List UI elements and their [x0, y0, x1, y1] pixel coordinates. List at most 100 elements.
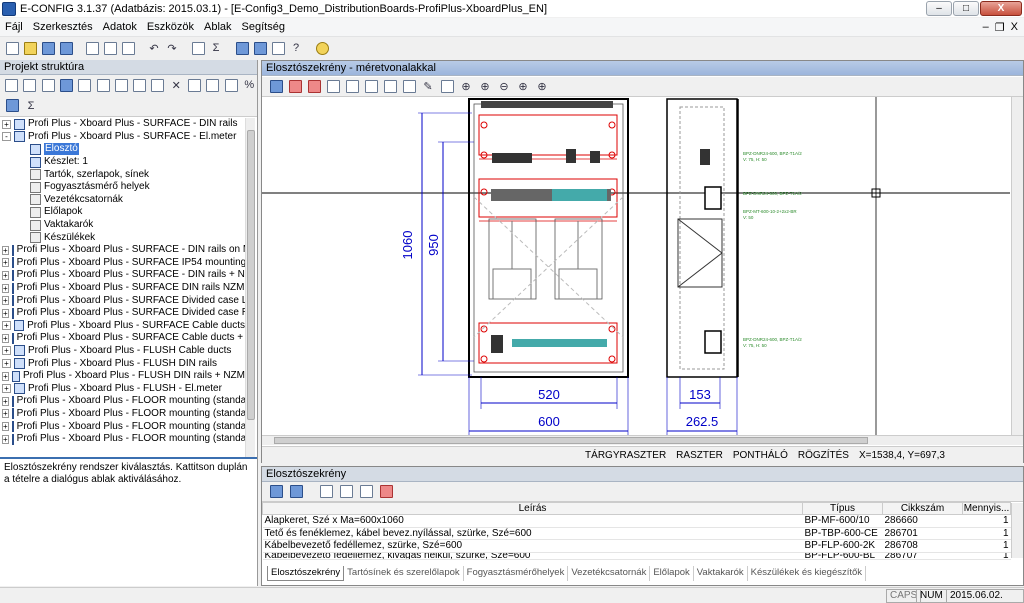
tab-rails-plates[interactable]: Tartósínek és szerelőlapok [344, 566, 464, 581]
properties-icon[interactable] [190, 40, 206, 56]
tree-item[interactable]: +Profi Plus - Xboard Plus - SURFACE Divi… [2, 307, 245, 320]
col-article[interactable]: Cikkszám [882, 502, 963, 515]
status-snap[interactable]: RÖGZÍTÉS [797, 449, 849, 461]
tree-tool-3-icon[interactable] [41, 77, 56, 93]
tool-7-icon[interactable] [382, 79, 398, 95]
tree-item[interactable]: +Profi Plus - Xboard Plus - SURFACE - DI… [2, 269, 245, 282]
table-tool-2-icon[interactable] [288, 484, 304, 500]
list-icon[interactable] [270, 40, 286, 56]
tree-tool-4-icon[interactable] [59, 77, 74, 93]
expand-icon[interactable]: + [2, 296, 9, 306]
layer-icon[interactable] [268, 79, 284, 95]
expand-icon[interactable]: + [2, 321, 11, 331]
percent-icon[interactable]: % [244, 79, 255, 91]
tree-tool-7-icon[interactable] [114, 77, 129, 93]
tool-5-icon[interactable] [344, 79, 360, 95]
drawing-vertical-scrollbar[interactable] [1011, 97, 1023, 435]
expand-icon[interactable]: + [2, 333, 9, 343]
tab-enclosure[interactable]: Elosztószekrény [267, 566, 345, 581]
menu-window[interactable]: Ablak [203, 21, 232, 33]
table-row[interactable]: Tető és fenéklemez, kábel bevez.nyílássa… [262, 527, 1011, 540]
binoculars-icon[interactable] [252, 40, 268, 56]
col-type[interactable]: Típus [802, 502, 883, 515]
tree-item[interactable]: +Profi Plus - Xboard Plus - FLUSH Cable … [2, 345, 245, 358]
tree-item[interactable]: +Profi Plus - Xboard Plus - SURFACE - DI… [2, 118, 245, 131]
tree-tool-1-icon[interactable] [4, 77, 19, 93]
mdi-restore-button[interactable]: ❐ [994, 21, 1005, 34]
hierarchy-icon[interactable] [4, 98, 20, 114]
sum-icon[interactable]: Σ [212, 42, 220, 54]
col-quantity[interactable]: Mennyis... [962, 502, 1011, 515]
tree-item[interactable]: +Profi Plus - Xboard Plus - FLOOR mounti… [2, 395, 245, 408]
tip-icon[interactable] [314, 40, 330, 56]
save-as-icon[interactable] [58, 40, 74, 56]
paste-icon[interactable] [205, 77, 220, 93]
menu-edit[interactable]: Szerkesztés [32, 21, 93, 33]
table-tool-6-icon[interactable] [378, 484, 394, 500]
export-icon[interactable] [120, 40, 136, 56]
zoom-window-icon[interactable]: ⊕ [518, 81, 528, 93]
mdi-minimize-button[interactable]: – [982, 20, 989, 33]
zoom-select-icon[interactable]: ⊕ [461, 81, 471, 93]
tree-item[interactable]: +Profi Plus - Xboard Plus - FLUSH DIN ra… [2, 370, 245, 383]
tool-6-icon[interactable] [363, 79, 379, 95]
open-icon[interactable] [22, 40, 38, 56]
expand-icon[interactable]: + [2, 359, 11, 369]
zoom-in-icon[interactable]: ⊕ [480, 81, 490, 93]
table-tool-3-icon[interactable] [318, 484, 334, 500]
tree-item[interactable]: Fogyasztásmérő helyek [2, 181, 245, 194]
dimension-icon[interactable] [401, 79, 417, 95]
expand-icon[interactable]: + [2, 422, 9, 432]
save-icon[interactable] [40, 40, 56, 56]
tree-tool-9-icon[interactable] [150, 77, 165, 93]
drawing-canvas[interactable]: BPZ-DNR24-600, BPZ-T1A/2 V: 75, H: 50 BP… [262, 97, 1010, 435]
expand-icon[interactable]: + [2, 119, 11, 129]
table-row[interactable]: Kábelbevezető fedéllemez, szürke, Szé=60… [262, 539, 1011, 553]
table-tool-5-icon[interactable] [358, 484, 374, 500]
menu-data[interactable]: Adatok [102, 21, 137, 33]
tree-item[interactable]: +Profi Plus - Xboard Plus - FLUSH DIN ra… [2, 357, 245, 370]
tree-item[interactable]: +Profi Plus - Xboard Plus - FLOOR mounti… [2, 433, 245, 446]
tab-devices[interactable]: Készülékek és kiegészítők [748, 566, 867, 581]
tab-cable-ducts[interactable]: Vezetékcsatornák [568, 566, 651, 581]
table-tool-4-icon[interactable] [338, 484, 354, 500]
tree-item[interactable]: +Profi Plus - Xboard Plus - SURFACE DIN … [2, 282, 245, 295]
tree-item[interactable]: Elosztó [2, 143, 245, 156]
pencil-icon[interactable]: ✎ [423, 81, 433, 93]
expand-icon[interactable]: + [2, 434, 9, 444]
expand-icon[interactable]: + [2, 308, 9, 318]
status-dot-grid[interactable]: PONTHÁLÓ [732, 449, 788, 461]
zoom-all-icon[interactable]: ⊕ [537, 81, 547, 93]
tree-item[interactable]: Készlet: 1 [2, 156, 245, 169]
undo-icon[interactable]: ↶ [149, 42, 159, 55]
collapse-icon[interactable]: - [2, 132, 11, 142]
table-row[interactable]: Alapkeret, Szé x Ma=600x1060 BP-MF-600/1… [262, 514, 1011, 528]
expand-icon[interactable]: + [2, 409, 9, 419]
tree-item[interactable]: Készülékek [2, 231, 245, 244]
tool-4-icon[interactable] [325, 79, 341, 95]
expand-icon[interactable]: + [2, 258, 9, 268]
table-tool-1-icon[interactable] [268, 484, 284, 500]
tree-item[interactable]: +Profi Plus - Xboard Plus - SURFACE Cabl… [2, 332, 245, 345]
tree-item[interactable]: +Profi Plus - Xboard Plus - FLOOR mounti… [2, 408, 245, 421]
expand-icon[interactable]: + [2, 245, 9, 255]
find-icon[interactable] [234, 40, 250, 56]
col-description[interactable]: Leírás [262, 502, 803, 515]
red-tool-2-icon[interactable] [306, 79, 322, 95]
menu-file[interactable]: Fájl [5, 21, 23, 33]
print-icon[interactable] [102, 40, 118, 56]
tree-item[interactable]: Vaktakarók [2, 219, 245, 232]
tab-meter-places[interactable]: Fogyasztásmérőhelyek [464, 566, 569, 581]
table-vertical-scrollbar[interactable] [1011, 503, 1023, 558]
tree-tool-8-icon[interactable] [132, 77, 147, 93]
copy-icon[interactable] [187, 77, 202, 93]
table-row[interactable]: Kábelbevezető fedéllemez, kivágás nélkül… [262, 552, 1011, 560]
settings-icon[interactable] [223, 77, 238, 93]
print-preview-icon[interactable] [84, 40, 100, 56]
expand-icon[interactable]: + [2, 270, 9, 280]
help-icon[interactable]: ? [292, 42, 300, 54]
tree-item[interactable]: Előlapok [2, 206, 245, 219]
expand-icon[interactable]: + [2, 384, 11, 394]
tree-item[interactable]: Tartók, szerlapok, sínek [2, 168, 245, 181]
tree-tool-6-icon[interactable] [95, 77, 110, 93]
